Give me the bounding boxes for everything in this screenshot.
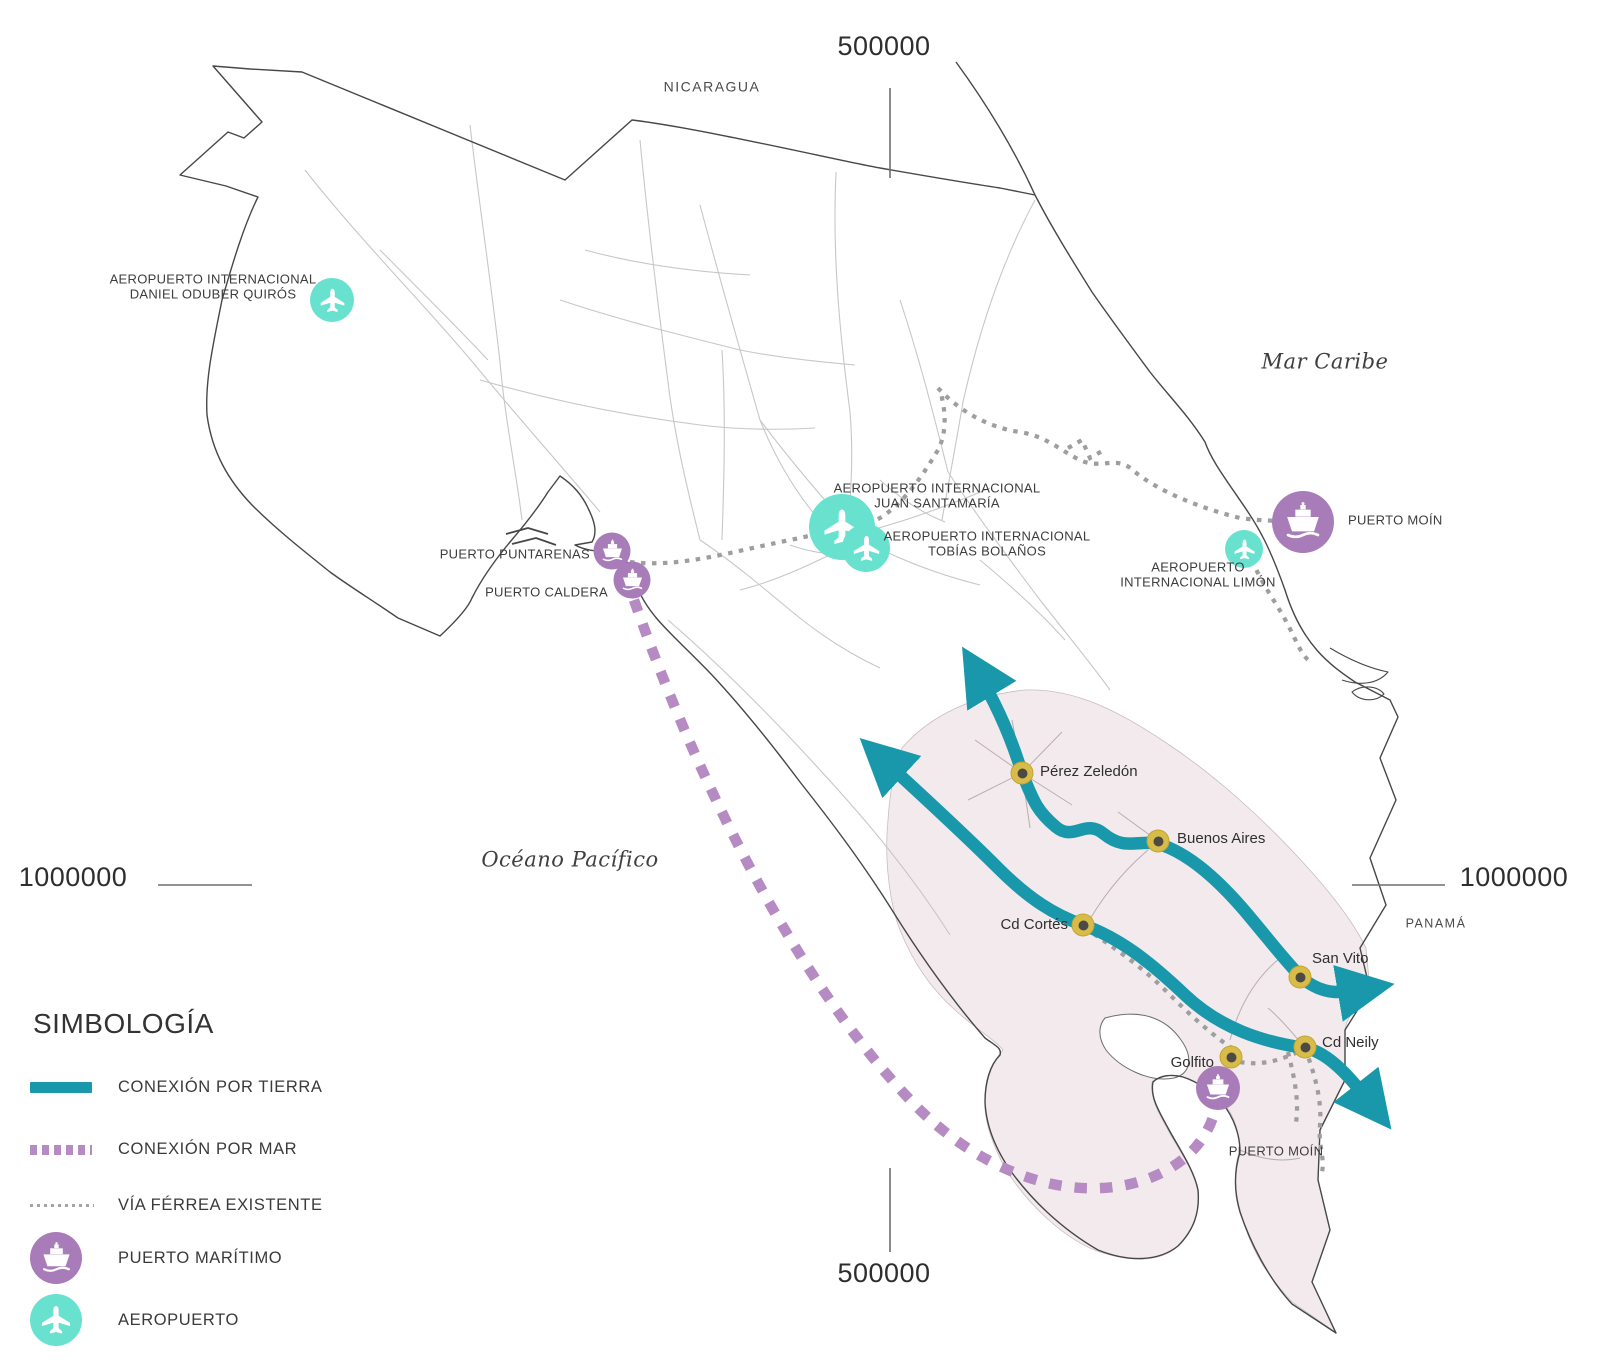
city-dot-san-vito [1288, 965, 1312, 989]
legend-label-tierra: CONEXIÓN POR TIERRA [118, 1078, 323, 1096]
label-panama: PANAMÁ [1405, 916, 1467, 931]
region-highlight [886, 689, 1371, 1334]
land-route-swatch [30, 1082, 92, 1093]
grid-label-right: 1000000 [1459, 862, 1569, 893]
legend-label-mar: CONEXIÓN POR MAR [118, 1140, 298, 1158]
port-icon-caldera [613, 561, 651, 599]
label-airport-limon: AEROPUERTO INTERNACIONAL LIMÓN [1120, 559, 1276, 590]
city-dot-cd-neily [1293, 1035, 1317, 1059]
label-port-puntarenas: PUERTO PUNTARENAS [439, 546, 590, 562]
airport-legend-icon [30, 1294, 82, 1346]
city-dot-perez-zeledon [1010, 761, 1034, 785]
label-city-perez-zeledon: Pérez Zeledón [1040, 763, 1138, 781]
label-city-cd-neily: Cd Neily [1322, 1034, 1379, 1052]
legend-item-seaport: PUERTO MARÍTIMO [30, 1232, 282, 1284]
grid-label-top: 500000 [837, 31, 931, 62]
legend: SIMBOLOGÍA CONEXIÓN POR TIERRA CONEXIÓN … [30, 1000, 460, 1360]
label-city-san-vito: San Vito [1312, 950, 1369, 968]
grid-ticks [158, 88, 1445, 1252]
label-oceano-pacifico: Océano Pacífico [481, 847, 659, 872]
label-port-moin: PUERTO MOÍN [1348, 512, 1443, 528]
legend-item-railway: VÍA FÉRREA EXISTENTE [30, 1196, 323, 1215]
railway-swatch [30, 1204, 94, 1207]
grid-label-left: 1000000 [18, 862, 128, 893]
legend-item-airport: AEROPUERTO [30, 1294, 239, 1346]
airport-icon-tobias-bolanos [842, 524, 890, 572]
port-icon-golfito [1196, 1066, 1240, 1110]
port-icon-moin [1272, 491, 1334, 553]
airport-icon-limon [1225, 530, 1263, 568]
legend-item-land-connection: CONEXIÓN POR TIERRA [30, 1078, 323, 1097]
label-airport-daniel-oduber: AEROPUERTO INTERNACIONAL DANIEL ODUBER Q… [109, 271, 317, 302]
label-airport-juan-santamaria: AEROPUERTO INTERNACIONAL JUAN SANTAMARÍA [833, 480, 1041, 511]
label-nicaragua: NICARAGUA [663, 78, 761, 95]
seaport-icon [30, 1232, 82, 1284]
city-dot-cd-cortes [1071, 913, 1095, 937]
city-dot-buenos-aires [1146, 829, 1170, 853]
label-city-cd-cortes: Cd Cortés [1000, 916, 1068, 934]
label-city-golfito: Golfito [1170, 1054, 1214, 1072]
grid-label-bottom: 500000 [837, 1258, 931, 1289]
label-airport-tobias-bolanos: AEROPUERTO INTERNACIONAL TOBÍAS BOLAÑOS [883, 528, 1091, 559]
sea-route-swatch [30, 1144, 92, 1155]
city-dot-golfito [1219, 1045, 1243, 1069]
legend-title: SIMBOLOGÍA [33, 1008, 214, 1039]
legend-item-sea-connection: CONEXIÓN POR MAR [30, 1140, 297, 1159]
label-port-moin-south: PUERTO MOÍN [1228, 1143, 1324, 1159]
label-city-buenos-aires: Buenos Aires [1177, 830, 1266, 848]
legend-label-aeropuerto: AEROPUERTO [118, 1310, 239, 1329]
label-port-caldera: PUERTO CALDERA [485, 584, 608, 600]
legend-label-puerto: PUERTO MARÍTIMO [118, 1248, 283, 1267]
legend-label-ferrea: VÍA FÉRREA EXISTENTE [118, 1196, 323, 1214]
airport-icon-daniel-oduber [310, 278, 354, 322]
label-mar-caribe: Mar Caribe [1261, 349, 1389, 374]
